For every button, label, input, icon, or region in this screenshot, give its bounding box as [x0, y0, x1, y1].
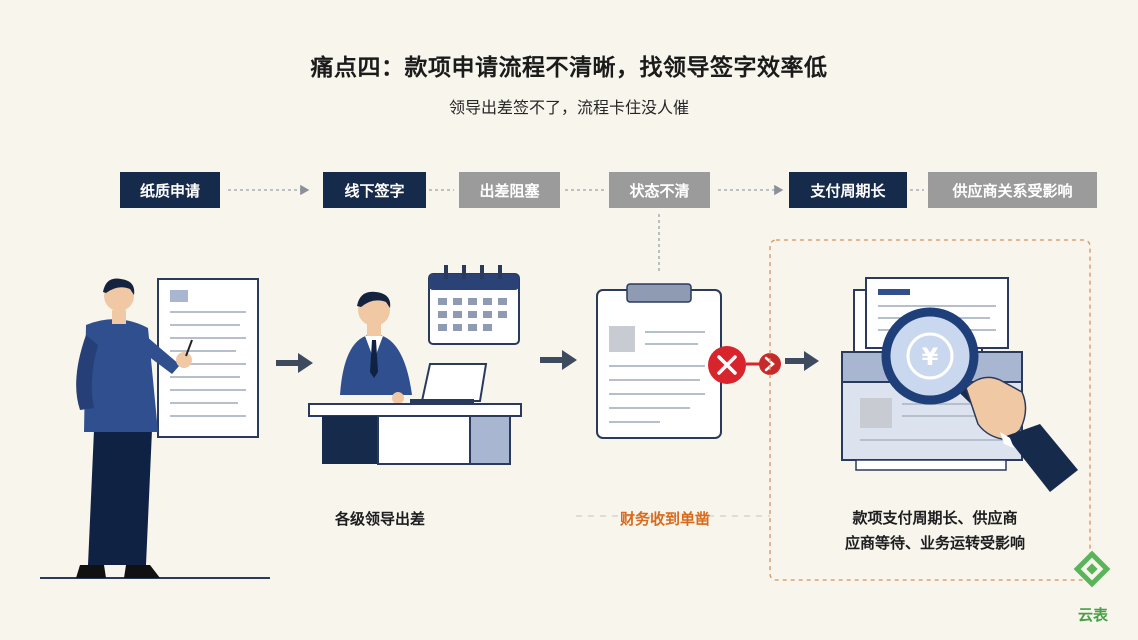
calendar-icon	[428, 265, 520, 345]
chevron-right-icon	[759, 353, 781, 375]
caption-finance-late: 财务收到单凿	[619, 510, 710, 528]
page-title: 痛点四：款项申请流程不清晰，找领导签字效率低	[310, 55, 828, 81]
step-long-payment-cycle: 支付周期长	[789, 172, 907, 208]
caption-impact: 款项支付周期长、供应商 应商等待、业务运转受影响	[810, 506, 1060, 556]
caption-impact-line-1: 款项支付周期长、供应商	[852, 509, 1018, 527]
step-offline-signature: 线下签字	[323, 172, 426, 208]
step-travel-blocked: 出差阻塞	[459, 172, 560, 208]
brand-logo-text: 云表	[1077, 606, 1108, 624]
brand-logo-icon	[1073, 550, 1111, 588]
caption-impact-line-2: 应商等待、业务运转受影响	[844, 534, 1025, 552]
impact-panel-border	[769, 239, 1091, 581]
error-x-icon	[708, 346, 746, 384]
seated-leader	[340, 291, 412, 404]
hand-icon	[965, 376, 1078, 492]
office-desk	[308, 403, 522, 465]
yuan-symbol: ¥	[922, 343, 939, 371]
step-paper-application: 纸质申请	[120, 172, 220, 208]
paper-form-icon	[157, 278, 259, 438]
step-status-unclear: 状态不清	[609, 172, 710, 208]
step-connectors	[228, 184, 924, 272]
caption-leaders-travel: 各级领导出差	[334, 510, 425, 528]
step-supplier-affected: 供应商关系受影响	[928, 172, 1097, 208]
clipboard-icon	[596, 283, 722, 439]
page-subtitle: 领导出差签不了，流程卡住没人催	[448, 98, 689, 117]
standing-businessman	[76, 278, 193, 578]
arrow-right-icon	[276, 353, 313, 373]
laptop-icon	[410, 363, 488, 405]
arrow-right-icon	[540, 350, 577, 370]
arrow-right-icon	[785, 351, 819, 371]
